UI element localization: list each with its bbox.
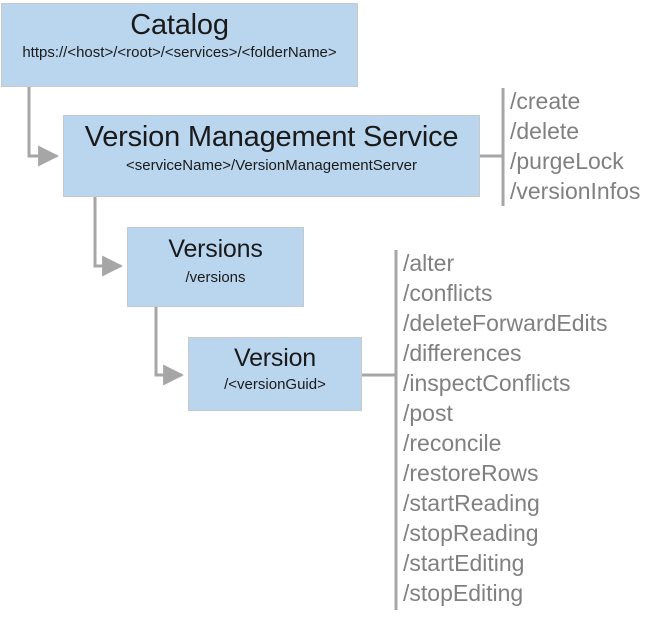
endpoint-list-version-management-service: /create/delete/purgeLock/versionInfos: [510, 86, 640, 206]
connector-vms-to-endpoints: [480, 88, 505, 206]
node-versions-title: Versions: [168, 235, 263, 263]
endpoint-item[interactable]: /purgeLock: [510, 148, 624, 174]
node-version-management-service-subtitle: <serviceName>/VersionManagementServer: [126, 157, 417, 175]
endpoint-item[interactable]: /reconcile: [403, 430, 502, 456]
endpoint-item[interactable]: /delete: [510, 118, 580, 144]
node-versions[interactable]: Versions /versions: [127, 227, 304, 307]
endpoint-list-version: /alter/conflicts/deleteForwardEdits/diff…: [403, 248, 608, 608]
endpoint-item[interactable]: /stopReading: [403, 520, 539, 546]
connector-catalog-to-vms: [27, 87, 60, 167]
node-version-management-service[interactable]: Version Management Service <serviceName>…: [63, 115, 480, 197]
node-version[interactable]: Version /<versionGuid>: [188, 337, 362, 411]
endpoint-item[interactable]: /restoreRows: [403, 460, 539, 486]
endpoint-item[interactable]: /conflicts: [403, 280, 493, 306]
endpoint-item[interactable]: /differences: [403, 340, 522, 366]
endpoint-item[interactable]: /deleteForwardEdits: [403, 310, 608, 336]
endpoint-item[interactable]: /inspectConflicts: [403, 370, 571, 396]
endpoint-item[interactable]: /alter: [403, 250, 455, 276]
endpoint-item[interactable]: /stopEditing: [403, 580, 524, 606]
node-catalog-title: Catalog: [130, 9, 229, 41]
connector-versions-to-version: [154, 307, 185, 386]
endpoint-item[interactable]: /create: [510, 88, 581, 114]
node-catalog-subtitle: https://<host>/<root>/<services>/<folder…: [22, 44, 337, 62]
node-catalog[interactable]: Catalog https://<host>/<root>/<services>…: [1, 3, 358, 87]
node-version-management-service-title: Version Management Service: [84, 121, 459, 153]
connector-vms-to-versions: [93, 197, 124, 277]
endpoint-item[interactable]: /versionInfos: [510, 178, 641, 204]
connector-version-to-endpoints: [362, 250, 398, 610]
node-version-subtitle: /<versionGuid>: [224, 376, 326, 394]
node-versions-subtitle: /versions: [185, 269, 246, 287]
endpoint-item[interactable]: /startReading: [403, 490, 540, 516]
node-version-title: Version: [234, 344, 316, 372]
endpoint-item[interactable]: /startEditing: [403, 550, 525, 576]
endpoint-item[interactable]: /post: [403, 400, 453, 426]
